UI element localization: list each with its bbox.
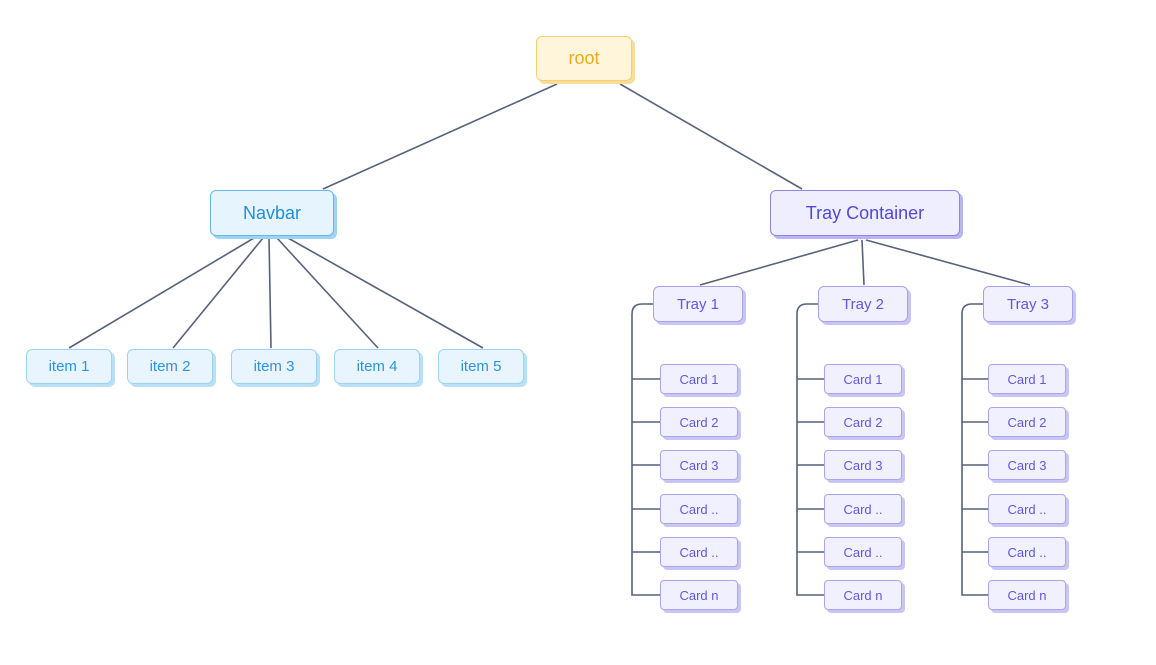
card-label: Card .. <box>1007 544 1047 560</box>
connector-navbar-item-4 <box>276 237 379 349</box>
tray-1-node: Tray 1 <box>653 286 743 322</box>
tray-1-card-2: Card 2 <box>660 407 738 437</box>
tray-1-card-4: Card .. <box>660 494 738 524</box>
card-label: Card .. <box>843 501 883 517</box>
connector-tc-tray-3 <box>865 239 1031 286</box>
card-label: Card 2 <box>843 414 883 430</box>
tray-3-card-3: Card 3 <box>988 450 1066 480</box>
tray-1-card-3: Card 3 <box>660 450 738 480</box>
tray-3-spine <box>961 303 988 596</box>
connector-tc-tray-2 <box>861 239 865 286</box>
tray-1-card-1: Card 1 <box>660 364 738 394</box>
card-label: Card .. <box>679 501 719 517</box>
navbar-item-4: item 4 <box>334 349 420 384</box>
card-label: Card 1 <box>679 371 719 387</box>
connector-root-tray-container <box>619 83 803 190</box>
navbar-item-label: item 1 <box>48 358 90 375</box>
tray-3-card-2: Card 2 <box>988 407 1066 437</box>
navbar-item-label: item 4 <box>356 358 398 375</box>
tray-label: Tray 2 <box>842 295 884 313</box>
tray-container-label: Tray Container <box>805 202 925 223</box>
card-label: Card n <box>1007 587 1047 603</box>
card-label: Card n <box>679 587 719 603</box>
tray-2-card-4: Card .. <box>824 494 902 524</box>
navbar-item-5: item 5 <box>438 349 524 384</box>
tray-label: Tray 3 <box>1007 295 1049 313</box>
connector-navbar-item-1 <box>68 237 255 349</box>
tray-3-card-6: Card n <box>988 580 1066 610</box>
card-label: Card 3 <box>1007 457 1047 473</box>
tray-1-card-5: Card .. <box>660 537 738 567</box>
card-label: Card .. <box>1007 501 1047 517</box>
tray-1-spine <box>631 303 660 596</box>
connector-tc-tray-1 <box>699 239 859 286</box>
tray-2-card-5: Card .. <box>824 537 902 567</box>
root-node: root <box>536 36 632 81</box>
tray-2-card-3: Card 3 <box>824 450 902 480</box>
connector-root-navbar <box>322 83 558 190</box>
navbar-item-3: item 3 <box>231 349 317 384</box>
tray-label: Tray 1 <box>677 295 719 313</box>
tray-container-node: Tray Container <box>770 190 960 236</box>
tray-3-node: Tray 3 <box>983 286 1073 322</box>
navbar-item-label: item 2 <box>149 358 191 375</box>
navbar-item-1: item 1 <box>26 349 112 384</box>
tray-2-card-2: Card 2 <box>824 407 902 437</box>
navbar-node: Navbar <box>210 190 334 236</box>
connector-navbar-item-2 <box>172 237 264 349</box>
navbar-item-2: item 2 <box>127 349 213 384</box>
navbar-item-label: item 3 <box>253 358 295 375</box>
tray-2-card-1: Card 1 <box>824 364 902 394</box>
connector-navbar-item-5 <box>287 237 484 349</box>
card-label: Card .. <box>679 544 719 560</box>
tray-2-card-6: Card n <box>824 580 902 610</box>
card-label: Card n <box>843 587 883 603</box>
connector-navbar-item-3 <box>268 237 272 349</box>
tray-1-card-6: Card n <box>660 580 738 610</box>
tray-2-node: Tray 2 <box>818 286 908 322</box>
card-label: Card 2 <box>1007 414 1047 430</box>
card-label: Card 3 <box>679 457 719 473</box>
tray-3-card-4: Card .. <box>988 494 1066 524</box>
tray-3-card-5: Card .. <box>988 537 1066 567</box>
navbar-label: Navbar <box>242 202 302 223</box>
card-label: Card 1 <box>1007 371 1047 387</box>
root-label: root <box>568 48 600 68</box>
card-label: Card 3 <box>843 457 883 473</box>
card-label: Card .. <box>843 544 883 560</box>
tray-3-card-1: Card 1 <box>988 364 1066 394</box>
card-label: Card 2 <box>679 414 719 430</box>
tray-2-spine <box>796 303 824 596</box>
card-label: Card 1 <box>843 371 883 387</box>
navbar-item-label: item 5 <box>460 358 502 375</box>
